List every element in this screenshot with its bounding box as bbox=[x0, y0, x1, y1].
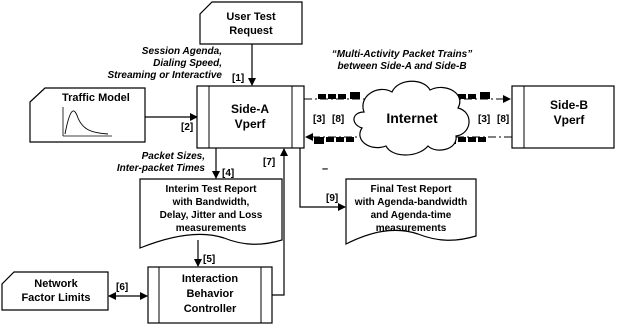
interim-report-line1: Interim Test Report bbox=[166, 184, 258, 195]
arrow-label-8-right: [8] bbox=[497, 114, 509, 125]
packet-sizes-label-2: Inter-packet Times bbox=[117, 163, 206, 174]
arrow-label-3-left: [3] bbox=[313, 114, 325, 125]
arrow-label-5: [5] bbox=[203, 254, 215, 265]
user-test-request-line1: User Test bbox=[226, 11, 276, 23]
interim-report-box: Interim Test Report with Bandwidth, Dela… bbox=[139, 178, 283, 249]
arrow-label-4: [4] bbox=[222, 168, 234, 179]
traffic-model-label: Traffic Model bbox=[62, 92, 130, 104]
ibc-line1: Interaction bbox=[182, 273, 239, 285]
network-factor-line1: Network bbox=[34, 278, 78, 290]
arrow-label-1: [1] bbox=[232, 73, 244, 84]
side-b-line2: Vperf bbox=[554, 113, 586, 127]
arrow-label-7: [7] bbox=[263, 157, 275, 168]
ibc-line2: Behavior bbox=[186, 288, 234, 300]
arrow-label-3-right: [3] bbox=[478, 114, 490, 125]
side-a-line2: Vperf bbox=[235, 117, 267, 131]
ibc-line3: Controller bbox=[184, 303, 237, 315]
user-test-request-line2: Request bbox=[229, 25, 273, 37]
packet-trains-label-2: between Side-A and Side-B bbox=[337, 61, 466, 72]
arrow-label-9: [9] bbox=[326, 193, 338, 204]
traffic-model-box: Traffic Model bbox=[29, 87, 146, 143]
arrow-label-8-left: [8] bbox=[332, 114, 344, 125]
network-factor-line2: Factor Limits bbox=[21, 292, 90, 304]
side-a-line1: Side-A bbox=[231, 102, 269, 116]
final-report-line2: with Agenda-bandwidth bbox=[354, 197, 467, 208]
interim-report-line3: Delay, Jitter and Loss bbox=[160, 210, 263, 221]
arrow-7 bbox=[272, 148, 288, 296]
arrow-label-6: [6] bbox=[116, 282, 128, 293]
final-report-line4: measurements bbox=[376, 223, 447, 234]
arrow-9 bbox=[299, 148, 346, 211]
packet-sizes-label-1: Packet Sizes, bbox=[142, 151, 205, 162]
user-test-request-box: User Test Request bbox=[199, 1, 303, 45]
session-agenda-label-1: Session Agenda, bbox=[142, 46, 222, 57]
session-agenda-label-2: Dialing Speed, bbox=[153, 58, 222, 69]
internet-label: Internet bbox=[386, 110, 438, 126]
packet-train-top-left-icon bbox=[318, 92, 360, 99]
final-report-line3: and Agenda-time bbox=[371, 210, 452, 221]
side-b-line1: Side-B bbox=[550, 98, 588, 112]
distribution-curve-icon bbox=[62, 107, 112, 137]
minus-sign: – bbox=[322, 163, 328, 175]
side-a-vperf-box: Side-A Vperf bbox=[196, 85, 305, 149]
arrow-label-2: [2] bbox=[181, 122, 193, 133]
network-factor-limits-box: Network Factor Limits bbox=[1, 271, 109, 311]
final-report-box: Final Test Report with Agenda-bandwidth … bbox=[345, 178, 477, 245]
interim-report-line2: with Bandwidth, bbox=[172, 197, 250, 208]
interaction-behavior-controller-box: Interaction Behavior Controller bbox=[147, 266, 273, 324]
side-b-vperf-box: Side-B Vperf bbox=[511, 85, 615, 149]
interim-report-line4: measurements bbox=[176, 223, 247, 234]
packet-train-bottom-left-icon bbox=[314, 137, 354, 144]
final-report-line1: Final Test Report bbox=[371, 184, 453, 195]
packet-trains-label-1: “Multi-Activity Packet Trains” bbox=[332, 49, 472, 60]
internet-cloud: Internet bbox=[353, 80, 470, 156]
session-agenda-label-3: Streaming or Interactive bbox=[108, 70, 223, 81]
